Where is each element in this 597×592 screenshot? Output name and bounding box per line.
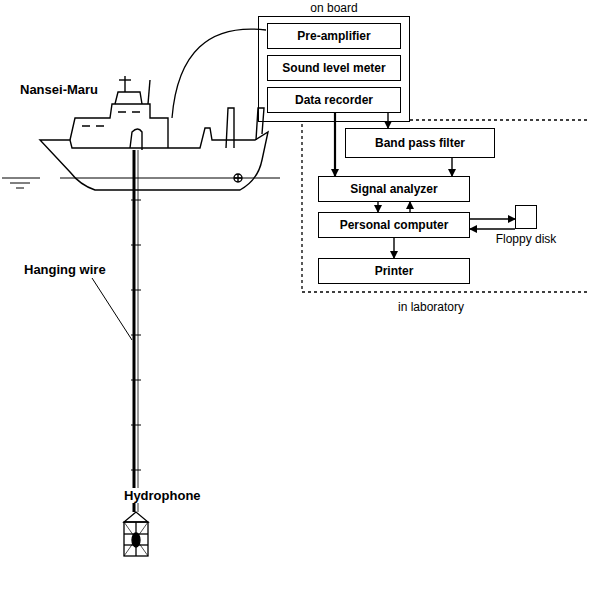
signal-arrow bbox=[470, 228, 515, 229]
process-box: Printer bbox=[318, 258, 470, 284]
signal-arrow bbox=[334, 113, 336, 176]
box-label: Signal analyzer bbox=[350, 182, 437, 196]
region-label: in laboratory bbox=[396, 300, 466, 314]
box-label: Floppy disk bbox=[496, 232, 557, 246]
part-label: Hanging wire bbox=[22, 262, 108, 277]
group-heading: on board bbox=[259, 1, 409, 15]
laboratory-boundary bbox=[302, 120, 590, 292]
group-box: on boardPre-amplifierSound level meterDa… bbox=[258, 16, 410, 122]
water-surface bbox=[2, 178, 280, 188]
signal-arrow bbox=[377, 202, 378, 212]
box-label: Printer bbox=[375, 264, 414, 278]
signal-arrow bbox=[393, 238, 394, 258]
process-box: Band pass filter bbox=[345, 128, 495, 158]
box-label: Personal computer bbox=[340, 218, 449, 232]
ship-name: Nansei-Maru bbox=[18, 82, 100, 97]
hanging-wire bbox=[131, 150, 141, 512]
signal-arrow bbox=[409, 202, 410, 212]
box-label: Pre-amplifier bbox=[297, 29, 370, 43]
box-label: Band pass filter bbox=[375, 136, 465, 150]
process-box: Pre-amplifier bbox=[267, 23, 401, 49]
signal-arrow bbox=[451, 158, 452, 176]
box-label: Sound level meter bbox=[282, 61, 385, 75]
signal-cable bbox=[172, 29, 266, 118]
part-label: Hydrophone bbox=[122, 488, 203, 503]
process-box: Data recorder bbox=[267, 87, 401, 113]
hydrophone-cage bbox=[124, 512, 148, 556]
signal-arrow bbox=[387, 113, 388, 128]
box-label: Data recorder bbox=[295, 93, 373, 107]
signal-arrow bbox=[470, 218, 515, 219]
process-box: Personal computer bbox=[318, 212, 470, 238]
process-box: Signal analyzer bbox=[318, 176, 470, 202]
floppy-disk-box: Floppy disk bbox=[515, 205, 537, 229]
leader-line bbox=[92, 278, 132, 340]
process-box: Sound level meter bbox=[267, 55, 401, 81]
